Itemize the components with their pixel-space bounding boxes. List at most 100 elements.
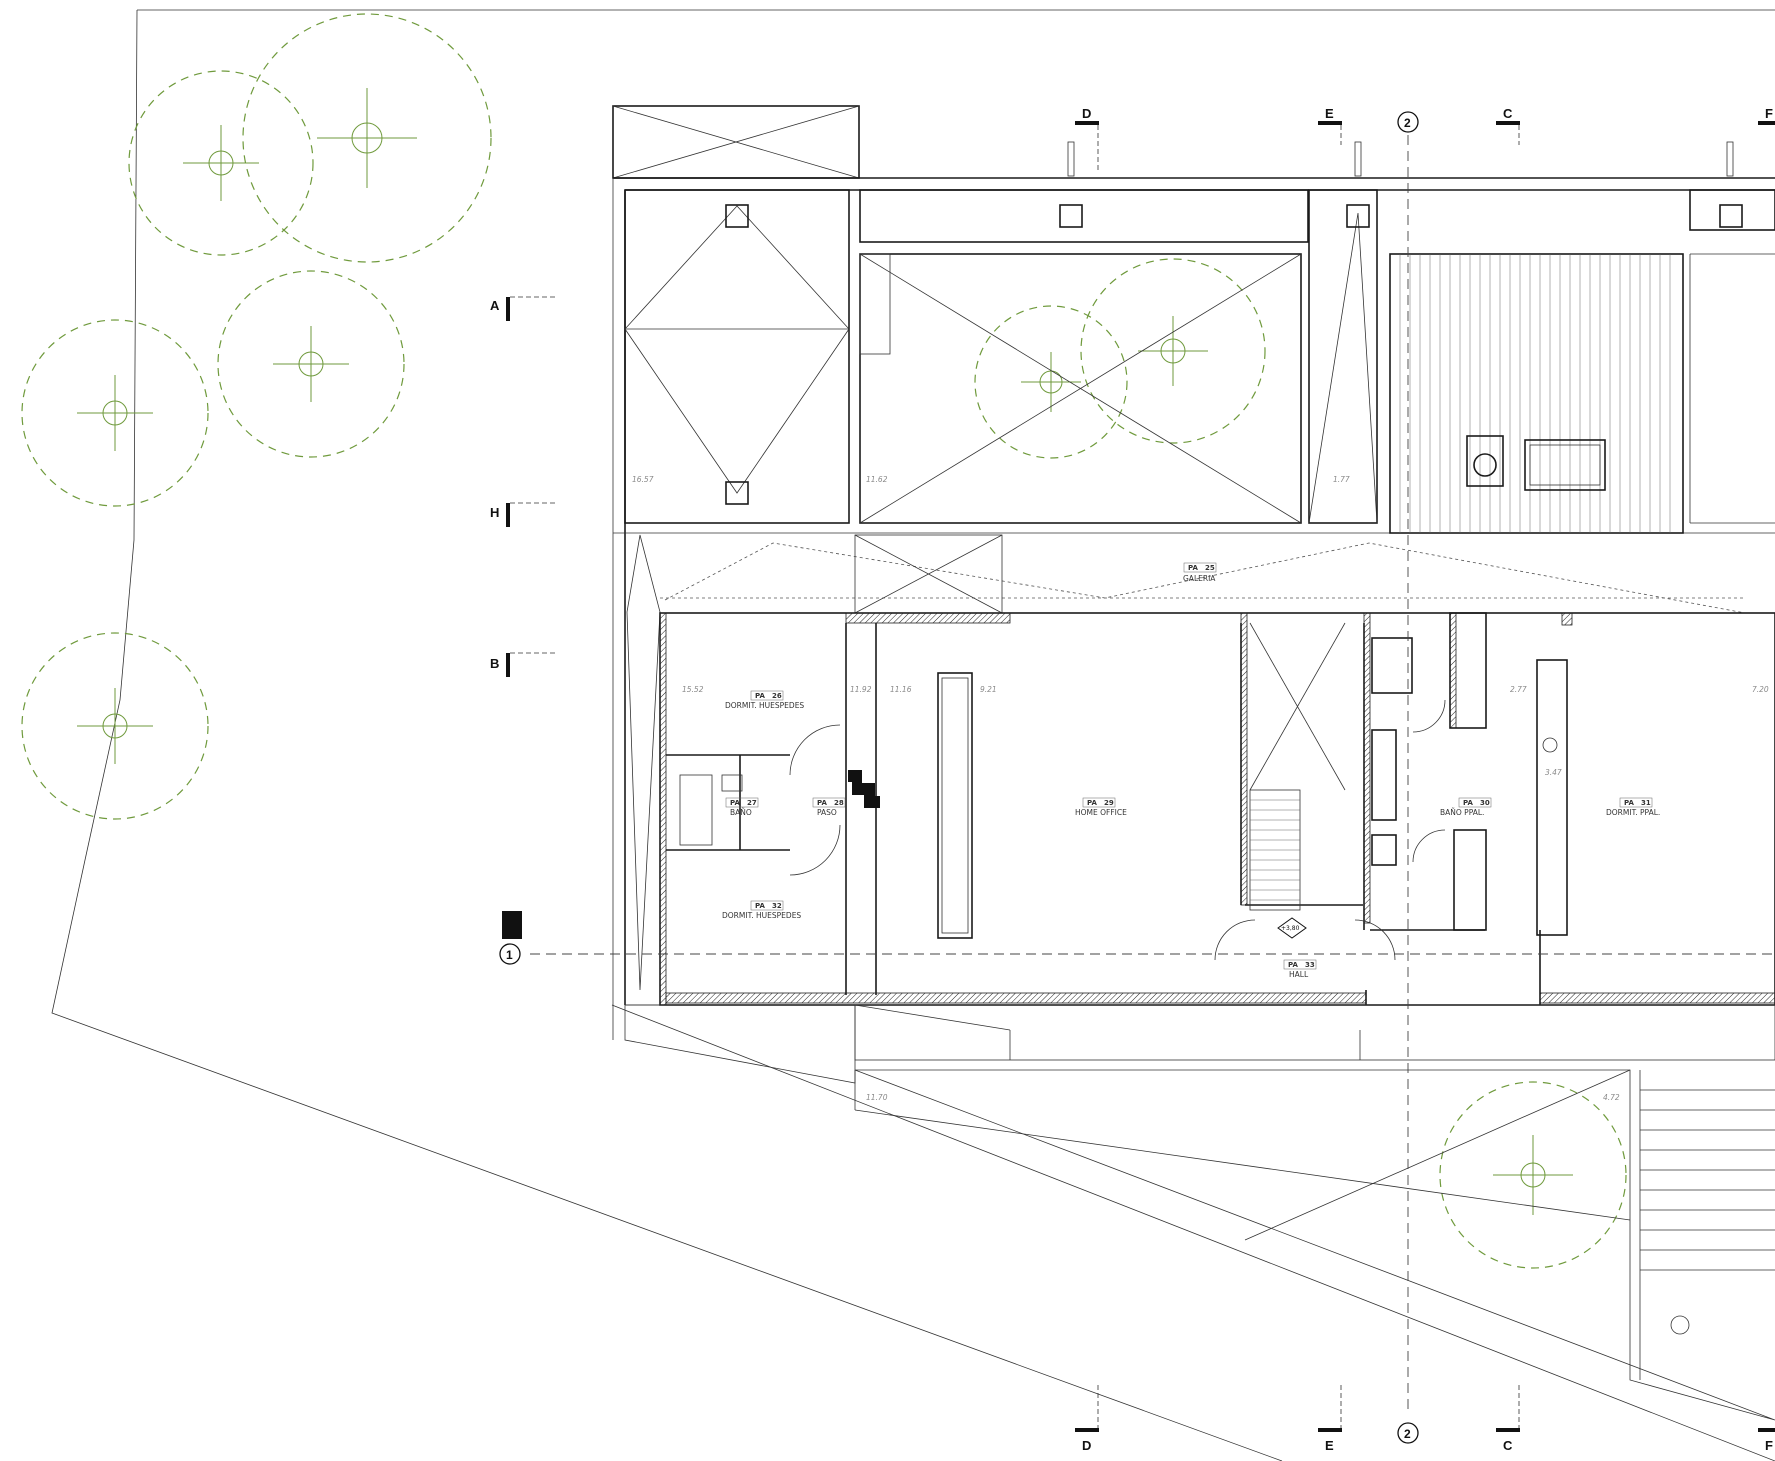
svg-text:F: F bbox=[1765, 106, 1773, 121]
svg-text:C: C bbox=[1503, 1438, 1513, 1453]
svg-text:DORMIT. HUESPEDES: DORMIT. HUESPEDES bbox=[725, 701, 804, 710]
level-mark: +3,80 bbox=[1277, 917, 1307, 939]
grid-axis-bubbles: 2 2 1 bbox=[499, 111, 1419, 1444]
svg-text:32: 32 bbox=[772, 902, 782, 910]
svg-text:HALL: HALL bbox=[1289, 970, 1309, 979]
svg-text:9.21: 9.21 bbox=[980, 685, 997, 694]
svg-text:PASO: PASO bbox=[817, 808, 837, 817]
roof-modules bbox=[624, 189, 1775, 534]
steps bbox=[1639, 1070, 1775, 1380]
svg-text:7.20: 7.20 bbox=[1752, 685, 1769, 694]
svg-text:DORMIT. PPAL.: DORMIT. PPAL. bbox=[1606, 808, 1660, 817]
deck-slats bbox=[1399, 254, 1671, 533]
svg-text:A: A bbox=[490, 298, 500, 313]
svg-text:PA: PA bbox=[730, 799, 740, 807]
svg-text:BAÑO: BAÑO bbox=[730, 808, 752, 817]
south-terrace bbox=[624, 1004, 1775, 1421]
section-marker-c-bottom: C bbox=[1496, 1385, 1520, 1453]
svg-text:D: D bbox=[1082, 1438, 1091, 1453]
site-boundary bbox=[51, 9, 1775, 1461]
svg-text:E: E bbox=[1325, 106, 1334, 121]
section-marker-f-bottom: F bbox=[1758, 1428, 1775, 1453]
svg-text:16.57: 16.57 bbox=[632, 475, 654, 484]
svg-text:11.62: 11.62 bbox=[866, 475, 888, 484]
svg-text:DORMIT. HUESPEDES: DORMIT. HUESPEDES bbox=[722, 911, 801, 920]
svg-text:11.70: 11.70 bbox=[866, 1093, 888, 1102]
svg-text:4.72: 4.72 bbox=[1603, 1093, 1620, 1102]
svg-text:C: C bbox=[1503, 106, 1513, 121]
tree-4 bbox=[21, 319, 209, 507]
svg-text:E: E bbox=[1325, 1438, 1334, 1453]
section-marker-e-top: E bbox=[1318, 106, 1342, 145]
tree-3 bbox=[217, 270, 405, 458]
building-outline bbox=[612, 105, 1775, 1040]
section-markers-bottom: D E C F bbox=[1075, 1385, 1775, 1453]
svg-text:PA: PA bbox=[1463, 799, 1473, 807]
svg-text:PA: PA bbox=[1288, 961, 1298, 969]
svg-text:29: 29 bbox=[1104, 799, 1114, 807]
svg-text:11.92: 11.92 bbox=[850, 685, 872, 694]
svg-text:D: D bbox=[1082, 106, 1091, 121]
svg-text:PA: PA bbox=[817, 799, 827, 807]
svg-text:HOME OFFICE: HOME OFFICE bbox=[1075, 808, 1127, 817]
interior-walls bbox=[659, 253, 1775, 1006]
tree-1 bbox=[128, 70, 314, 256]
svg-text:PA: PA bbox=[755, 902, 765, 910]
svg-text:1.77: 1.77 bbox=[1333, 475, 1350, 484]
axis-2-top: 2 bbox=[1397, 111, 1419, 133]
svg-text:28: 28 bbox=[834, 799, 844, 807]
svg-text:15.52: 15.52 bbox=[682, 685, 704, 694]
section-marker-h: H bbox=[490, 502, 558, 527]
galeria bbox=[626, 534, 1746, 991]
svg-text:+3,80: +3,80 bbox=[1281, 925, 1300, 932]
tree-2 bbox=[242, 13, 492, 263]
svg-text:26: 26 bbox=[772, 692, 782, 700]
grid-axis-lines bbox=[530, 135, 1775, 1415]
trees bbox=[21, 13, 1627, 1269]
tree-8 bbox=[1439, 1081, 1627, 1269]
section-marker-d-top: D bbox=[1075, 106, 1099, 170]
svg-text:BAÑO PPAL.: BAÑO PPAL. bbox=[1440, 808, 1484, 817]
svg-text:B: B bbox=[490, 656, 499, 671]
axis-2-bottom: 2 bbox=[1397, 1422, 1419, 1444]
tree-6 bbox=[974, 305, 1128, 459]
svg-text:2.77: 2.77 bbox=[1510, 685, 1527, 694]
svg-text:PA: PA bbox=[1624, 799, 1634, 807]
svg-text:33: 33 bbox=[1305, 961, 1315, 969]
section-markers-top: D E C F bbox=[1067, 106, 1775, 177]
svg-text:PA: PA bbox=[755, 692, 765, 700]
section-marker-c-top: C bbox=[1496, 106, 1520, 145]
svg-text:25: 25 bbox=[1205, 564, 1215, 572]
svg-text:2: 2 bbox=[1404, 116, 1411, 130]
section-marker-e-bottom: E bbox=[1318, 1385, 1342, 1453]
section-markers-left: A H B bbox=[490, 296, 558, 677]
north-block bbox=[502, 911, 522, 939]
section-marker-f-top: F bbox=[1758, 106, 1775, 125]
svg-text:PA: PA bbox=[1188, 564, 1198, 572]
axis-1-left: 1 bbox=[499, 943, 521, 965]
section-marker-a: A bbox=[490, 296, 558, 321]
svg-text:PA: PA bbox=[1087, 799, 1097, 807]
svg-text:27: 27 bbox=[747, 799, 757, 807]
columns bbox=[725, 204, 1743, 505]
svg-text:GALERIA: GALERIA bbox=[1183, 574, 1216, 583]
elevation-labels: 16.57 11.62 15.52 11.92 11.16 9.21 11.70… bbox=[632, 475, 1769, 1102]
svg-text:11.16: 11.16 bbox=[890, 685, 912, 694]
svg-text:1: 1 bbox=[506, 948, 513, 962]
section-marker-b: B bbox=[490, 652, 558, 677]
svg-text:F: F bbox=[1765, 1438, 1773, 1453]
section-marker-d-bottom: D bbox=[1075, 1385, 1099, 1453]
tree-5 bbox=[21, 632, 209, 820]
svg-text:2: 2 bbox=[1404, 1427, 1411, 1441]
svg-text:3.47: 3.47 bbox=[1545, 768, 1562, 777]
